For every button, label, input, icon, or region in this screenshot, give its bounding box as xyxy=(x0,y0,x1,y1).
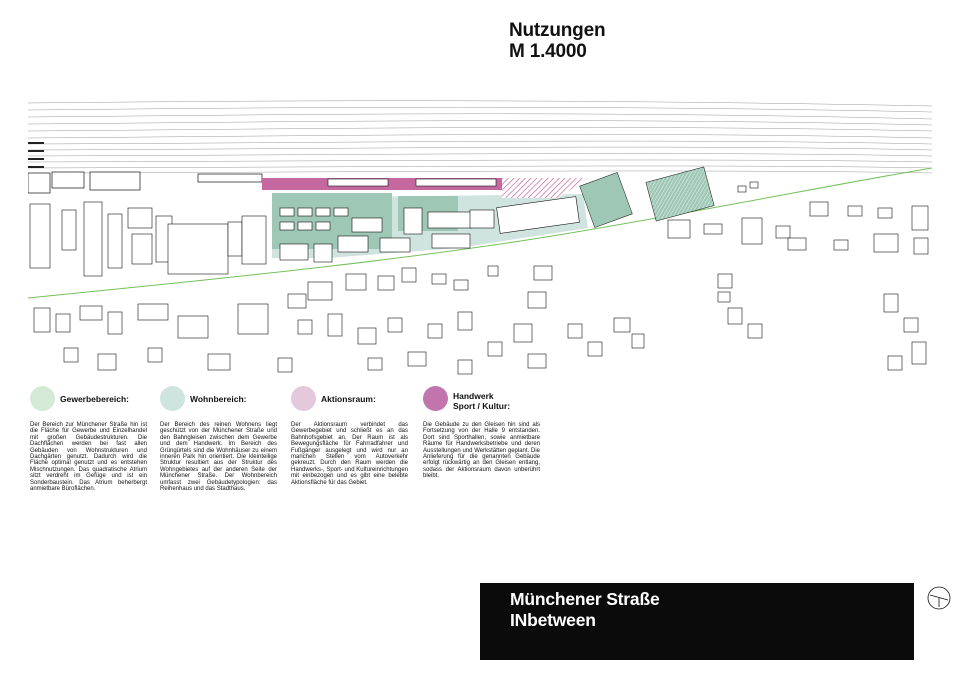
legend-label-line-1: Handwerk xyxy=(453,391,494,401)
banner-title: Münchener Straße INbetween xyxy=(510,589,660,631)
legend-description: Der Bereich des reinen Wohnens liegt ges… xyxy=(160,422,277,493)
wohn-swatch xyxy=(160,386,185,411)
aktion-swatch xyxy=(291,386,316,411)
existing-buildings-south xyxy=(33,265,927,375)
banner-line-1: Münchener Straße xyxy=(510,589,660,609)
legend-description: Die Gebäude zu den Gleisen hin sind als … xyxy=(423,422,540,480)
station-buildings xyxy=(28,171,263,194)
legend-label: Gewerbebereich: xyxy=(60,394,129,404)
legend-description: Der Bereich zur Münchener Straße hin ist… xyxy=(30,422,147,493)
railway-tracks xyxy=(28,100,932,174)
site-plan-map xyxy=(28,100,932,375)
legend-label: Handwerk Sport / Kultur: xyxy=(453,391,510,411)
banner-line-2: INbetween xyxy=(510,610,596,630)
legend-label: Aktionsraum: xyxy=(321,394,376,404)
legend-label-line-2: Sport / Kultur: xyxy=(453,401,511,411)
handwerk-swatch xyxy=(423,386,448,411)
page-title: Nutzungen M 1.4000 xyxy=(509,20,606,62)
green-belt-line xyxy=(28,167,932,299)
planned-buildings xyxy=(279,178,580,263)
legend-label: Wohnbereich: xyxy=(190,394,247,404)
gewerbe-swatch xyxy=(30,386,55,411)
title-line-1: Nutzungen xyxy=(509,20,606,41)
north-arrow-icon xyxy=(927,586,951,610)
project-banner: Münchener Straße INbetween xyxy=(480,583,914,660)
title-line-2: M 1.4000 xyxy=(509,41,587,62)
legend-description: Der Aktionsraum verbindet das Gewerbegeb… xyxy=(291,422,408,486)
existing-buildings-north xyxy=(29,181,929,303)
railway-buffers xyxy=(28,142,44,168)
